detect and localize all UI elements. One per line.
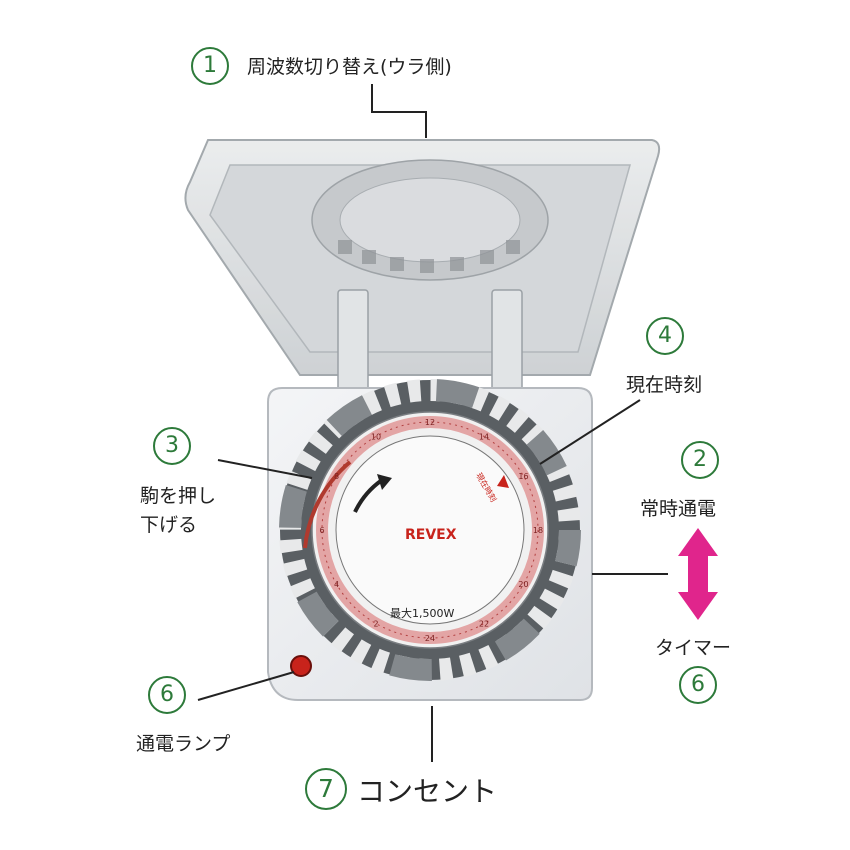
dial-hour-label: 22 [479, 620, 489, 629]
callout-number-6-timer: 6 [679, 666, 717, 704]
callout-label-pins-line2: 下げる [140, 514, 198, 536]
dial-hour-label: 20 [518, 580, 528, 589]
dial-hour-label: 18 [533, 526, 543, 535]
dial-hour-label: 4 [334, 580, 339, 589]
transparent-lid [184, 139, 661, 391]
callout-number-1: 1 [191, 47, 229, 85]
dial-hour-label: 6 [319, 526, 324, 535]
current-time-triangle-icon [497, 475, 509, 488]
callout-label-freq: 周波数切り替え(ウラ側) [247, 56, 452, 78]
rating-text: 最大1,500W [390, 607, 455, 620]
dial-hour-label: 14 [479, 433, 489, 442]
callout-label-timer: タイマー [655, 637, 732, 659]
dial-hour-label: 24 [425, 634, 435, 643]
power-lamp [290, 655, 312, 677]
callout-label-always-on: 常時通電 [640, 498, 717, 520]
dial-hour-label: 16 [518, 472, 528, 481]
dial-hour-label: 10 [371, 433, 381, 442]
callout-number-2: 2 [681, 441, 719, 479]
brand-logo: REVEX [405, 527, 457, 543]
callout-label-current-time: 現在時刻 [626, 374, 703, 396]
dial-hour-label: 2 [373, 620, 378, 629]
callout-label-lamp: 通電ランプ [136, 733, 231, 755]
switch-double-arrow-icon [678, 528, 718, 620]
callout-label-outlet: コンセント [357, 775, 498, 808]
callout-number-6-lamp: 6 [148, 676, 186, 714]
callout-number-3: 3 [153, 427, 191, 465]
dial-hour-label: 12 [425, 418, 435, 427]
callout-number-7: 7 [305, 768, 347, 810]
dial-hour-label: 8 [334, 472, 339, 481]
leader-lines [197, 84, 668, 762]
callout-number-4: 4 [646, 317, 684, 355]
callout-label-pins-line1: 駒を押し [140, 485, 217, 507]
timer-dial[interactable] [279, 379, 581, 681]
